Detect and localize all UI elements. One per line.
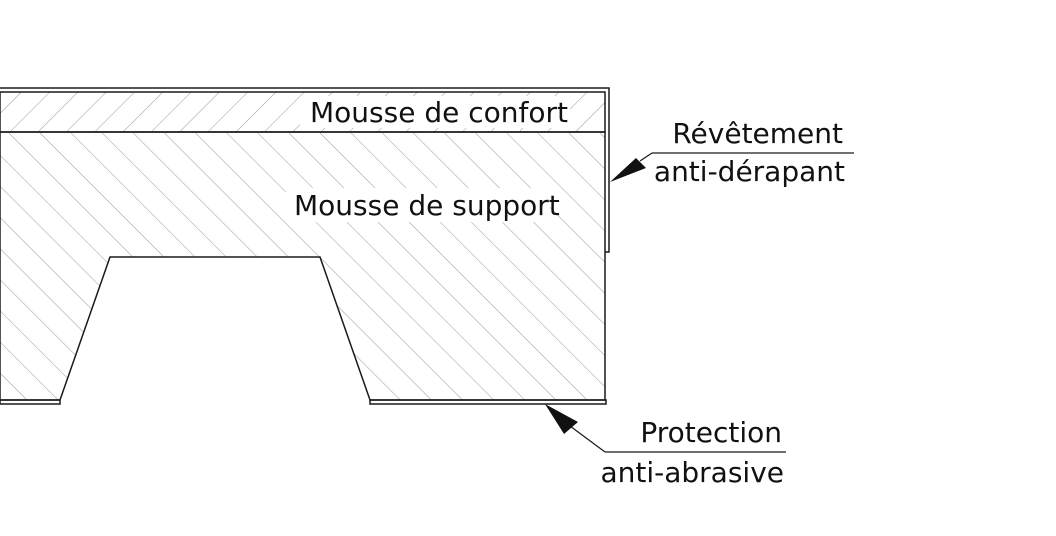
anti-slip-label-line2: anti-dérapant [654,155,845,188]
anti-slip-coating [0,87,610,253]
support-label-bg [286,188,550,222]
anti-abrasion-label-line1: Protection [640,416,782,449]
anti-abrasion-label-line2: anti-abrasive [600,456,784,489]
anti-slip-leader [610,152,854,182]
support-foam-layer [0,131,606,401]
comfort-label-bg [300,96,570,128]
anti-slip-arrowhead [610,158,646,182]
anti-abrasion-leader [545,404,786,453]
anti-abrasion-strips [0,399,607,405]
anti-slip-label-line1: Révêtement [672,117,843,150]
support-foam-label: Mousse de support [294,189,560,222]
anti-abrasion-arrowhead [545,404,578,434]
comfort-foam-label: Mousse de confort [310,96,568,129]
